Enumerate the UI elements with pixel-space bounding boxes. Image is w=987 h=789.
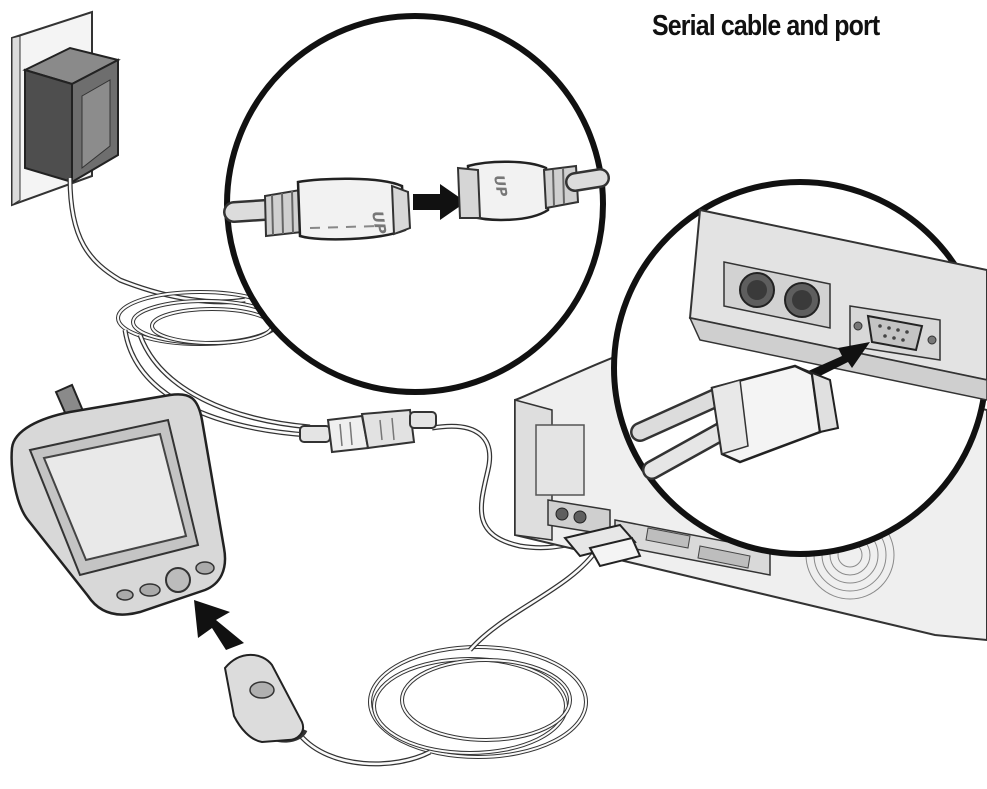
handheld-navigation-button (165, 567, 191, 593)
arrow-connect-icon (413, 184, 466, 220)
serial-plug-at-computer (563, 523, 642, 568)
serial-port (849, 305, 941, 361)
cable-coil-lower (298, 546, 601, 767)
handheld-device (10, 383, 227, 616)
inline-cable-connector (299, 408, 437, 454)
magnifier-serial-port (611, 179, 987, 557)
power-adapter (22, 46, 121, 184)
ps2-ports (723, 261, 831, 329)
arrow-to-serial-port-icon (806, 342, 870, 380)
diagram-title: Serial cable and port (652, 10, 880, 42)
power-cable (67, 177, 246, 305)
arrow-to-handheld-icon (194, 600, 244, 650)
magnifier-cable-connection: UP UP (223, 13, 610, 395)
receptacle-up-marking: UP (490, 174, 510, 199)
plug-up-marking: UP (368, 210, 390, 236)
serial-plug (630, 364, 840, 480)
cable-to-computer (431, 423, 573, 551)
handheld-sync-connector (223, 653, 308, 744)
